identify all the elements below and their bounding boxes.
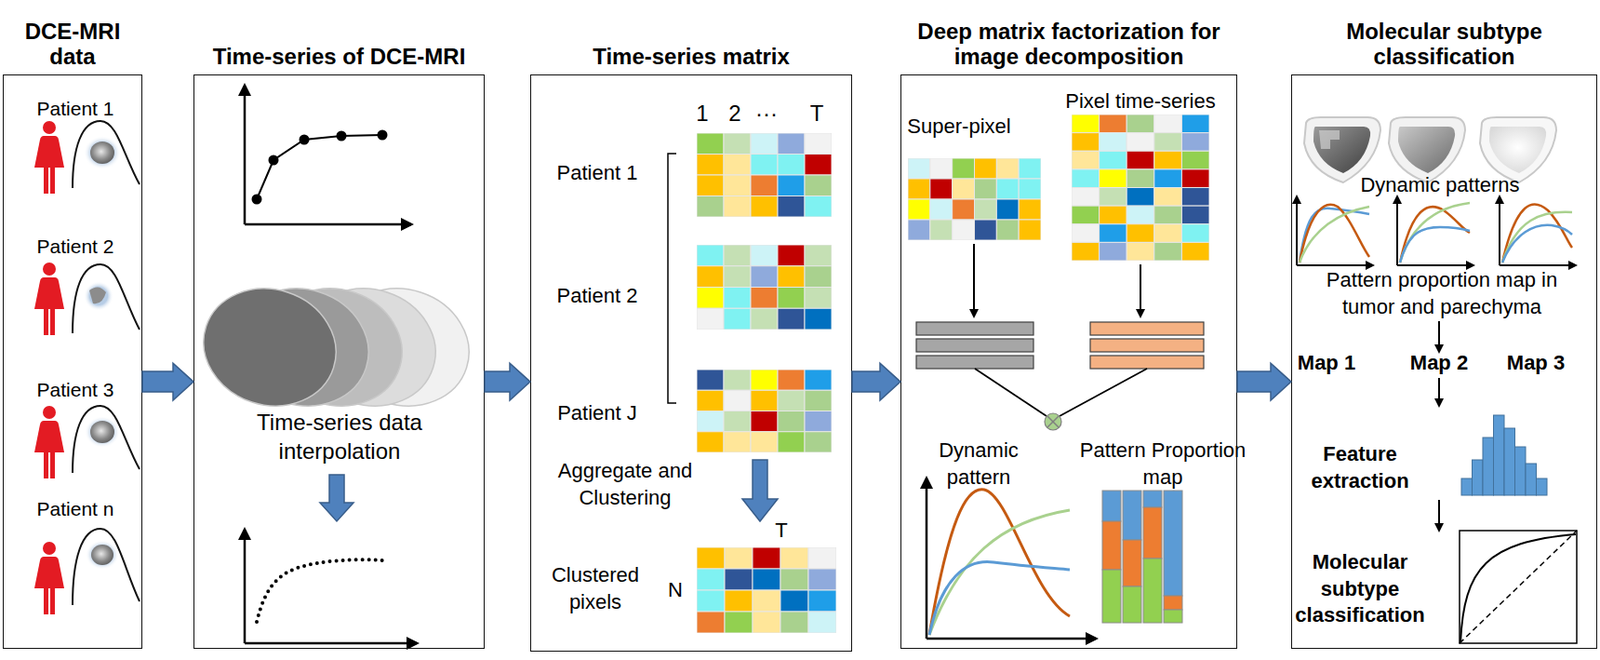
tissue-shapes (1304, 117, 1557, 183)
annotation-text: Patient 1 (536, 160, 658, 187)
proportion-bars (1102, 490, 1183, 623)
flow-arrow (484, 362, 531, 400)
annotation-text: Clustered pixels (543, 561, 648, 615)
pattern-chart (926, 478, 1096, 639)
annotation-text: Aggregate and Clustering (541, 457, 709, 511)
annotation-text: 1 (683, 98, 721, 128)
annotation-text: T (798, 98, 836, 128)
roc-curve (1459, 530, 1577, 643)
panel-heading: Deep matrix factorization for image deco… (901, 18, 1237, 70)
interpolated-chart (244, 529, 417, 643)
annotation-text: Super-pixel (889, 113, 1029, 141)
flow-arrows (973, 243, 1141, 317)
down-arrow (742, 459, 778, 521)
annotation-text: Time-series data interpolation (209, 407, 470, 466)
factor-bars (916, 321, 1204, 369)
annotation-text: Pixel time-series (1047, 88, 1234, 116)
annotation-text: Pattern Proportion map (1079, 437, 1247, 491)
matrix (907, 158, 1041, 240)
panel-box: DCE-MRI data (2, 74, 143, 649)
matrix (696, 369, 832, 453)
panel-heading: Time-series of DCE-MRI (194, 43, 484, 70)
signal-chart (244, 85, 412, 225)
annotation-text: Dynamic patterns (1328, 172, 1552, 200)
annotation-text: Map 3 (1489, 349, 1583, 377)
annotation-text: Dynamic pattern (922, 437, 1035, 491)
annotation-text: Patient 2 (536, 282, 658, 310)
annotation-text: Map 2 (1392, 349, 1486, 377)
annotation-text: Patient n (10, 495, 141, 521)
annotation-text: Patient 2 (10, 233, 141, 259)
flow-arrow (142, 362, 194, 400)
panel-box: Time-series of DCE-MRI (193, 74, 485, 649)
panel-heading: DCE-MRI data (3, 18, 142, 70)
panel-heading: Molecular subtype classification (1292, 18, 1597, 70)
down-arrow (320, 474, 354, 521)
matrix (1071, 114, 1210, 261)
histogram (1461, 414, 1547, 495)
bracket (667, 153, 677, 403)
annotation-text: ··· (747, 98, 786, 128)
annotation-text: Patient 3 (10, 376, 141, 402)
matrix (696, 244, 832, 330)
annotation-text: Molecular subtype classification (1290, 548, 1430, 629)
annotation-text: Patient J (536, 400, 658, 427)
annotation-text: Pattern proportion map in tumor and pare… (1306, 266, 1577, 320)
annotation-text: T (762, 517, 800, 545)
breast-outlines (72, 120, 140, 605)
matrix (696, 133, 832, 217)
flow-arrow (1237, 362, 1292, 400)
flow-arrow (852, 362, 901, 400)
mini-charts (1296, 196, 1576, 266)
image-stack (187, 271, 484, 423)
annotation-text: Feature extraction (1299, 440, 1421, 494)
panel-box: Deep matrix factorization for image deco… (900, 74, 1238, 649)
annotation-text: Map 1 (1280, 349, 1374, 377)
annotation-text: 2 (716, 98, 754, 128)
annotation-text: N (656, 576, 694, 604)
matrix (696, 546, 837, 633)
panel-heading: Time-series matrix (531, 43, 852, 70)
patient-icons (34, 120, 65, 614)
product-symbol (1044, 413, 1062, 430)
annotation-text: Patient 1 (10, 95, 141, 121)
